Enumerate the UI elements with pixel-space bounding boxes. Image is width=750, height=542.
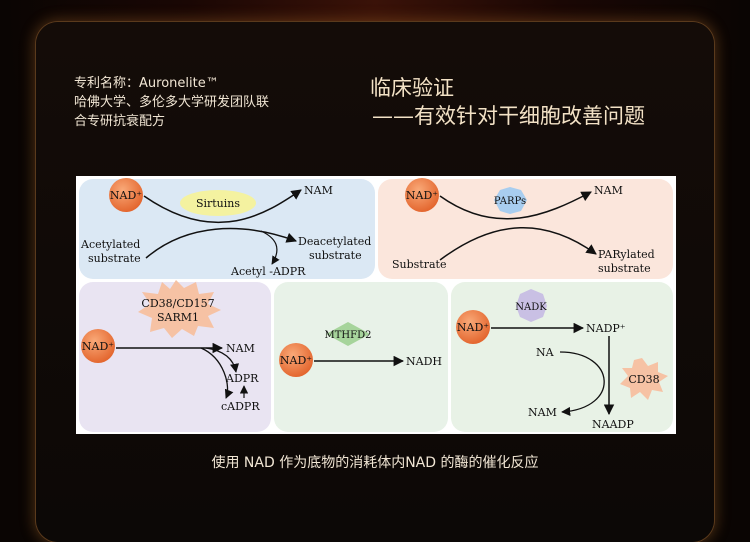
- cd38-bg: [79, 282, 271, 432]
- sirtuins-panel: NAD⁺ Sirtuins NAM Acetylated substrate D…: [79, 178, 375, 279]
- nad-node: [109, 178, 143, 212]
- sirtuins-bottom-arrow: [145, 227, 297, 259]
- verification-title: 临床验证: [370, 76, 454, 100]
- mthfd2-label: MTHFD2: [325, 330, 372, 341]
- nam-label: NAM: [594, 184, 623, 197]
- cd38-panel: CD38/CD157 SARM1 NAD⁺ NAM ADPR cADPR: [79, 280, 271, 432]
- nad-node: [405, 178, 439, 212]
- nad-node: [456, 310, 490, 344]
- nad-node: [81, 329, 115, 363]
- cadpr-label: cADPR: [221, 400, 260, 413]
- patent-name: 专利名称：Auronelite™: [74, 76, 219, 91]
- patent-team: 哈佛大学、多伦多大学研发团队联: [74, 95, 270, 110]
- cd38-label: CD38: [628, 373, 659, 386]
- nadh-label: NADH: [406, 355, 442, 368]
- nadp-label: NADP⁺: [586, 322, 626, 335]
- nadk-panel: NADK NAD⁺ NADP⁺ NAADP NA NAM CD38: [451, 282, 673, 432]
- mthfd2-bg: [274, 282, 448, 432]
- figure-caption: 使用 NAD 作为底物的消耗体内NAD 的酶的催化反应: [211, 455, 539, 471]
- parylated-substrate-label: substrate: [598, 262, 651, 275]
- nadk-enzyme: [516, 289, 547, 322]
- nam-label: NAM: [528, 406, 557, 419]
- verification-subtitle: ——有效针对干细胞改善问题: [372, 104, 645, 128]
- cd38-cd157-label: CD38/CD157: [141, 297, 214, 310]
- nam-label: NAM: [304, 184, 333, 197]
- parylated-label: PARylated: [598, 248, 655, 261]
- nad-label: NAD⁺: [406, 189, 438, 202]
- substrate-label: Substrate: [392, 258, 446, 271]
- parps-panel: NAD⁺ PARPs NAM Substrate PARylated subst…: [378, 178, 673, 279]
- acetyl-adpr-arrow: [260, 230, 280, 265]
- nad-label: NAD⁺: [82, 340, 114, 353]
- deacetylated-label: Deacetylated: [298, 235, 371, 248]
- mthfd2-enzyme: [326, 322, 370, 346]
- acetyl-adpr-label: Acetyl -ADPR: [230, 265, 306, 278]
- nad-node: [279, 343, 313, 377]
- cd38-adpr-arrow: [205, 347, 240, 373]
- enzyme-diagram-svg: NAD⁺ Sirtuins NAM Acetylated substrate D…: [79, 178, 673, 432]
- cd38-burst: [620, 358, 668, 400]
- sirtuins-label: Sirtuins: [196, 197, 240, 210]
- enzyme-diagram: NAD⁺ Sirtuins NAM Acetylated substrate D…: [76, 176, 676, 434]
- cd38-burst: [138, 280, 221, 338]
- clinical-verification: 临床验证 ——有效针对干细胞改善问题: [370, 74, 700, 130]
- sirtuins-enzyme: [180, 190, 256, 216]
- sarm1-label: SARM1: [157, 311, 199, 324]
- nadk-label: NADK: [515, 302, 547, 313]
- nam-label: NAM: [226, 342, 255, 355]
- patent-formula: 合专研抗衰配方: [74, 114, 166, 129]
- patent-info: 专利名称：Auronelite™ 哈佛大学、多伦多大学研发团队联 合专研抗衰配方: [74, 74, 354, 131]
- parps-enzyme: [494, 187, 527, 214]
- parps-bottom-arrow: [439, 227, 597, 261]
- nad-label: NAD⁺: [280, 354, 312, 367]
- parps-label: PARPs: [494, 196, 526, 207]
- na-label: NA: [536, 346, 555, 359]
- nad-label: NAD⁺: [457, 321, 489, 334]
- mthfd2-panel: MTHFD2 NAD⁺ NADH: [274, 282, 448, 432]
- nad-label: NAD⁺: [110, 189, 142, 202]
- parps-top-arrow: [439, 191, 592, 220]
- sirtuins-top-arrow: [143, 189, 302, 224]
- na-to-nam-arrow: [559, 351, 605, 416]
- adpr-label: ADPR: [225, 372, 259, 385]
- cd38-cadpr-arrow: [200, 347, 234, 399]
- naadp-label: NAADP: [592, 418, 634, 431]
- deacetylated-substrate-label: substrate: [309, 249, 362, 262]
- acetylated-label: Acetylated: [80, 238, 140, 251]
- substrate-label: substrate: [88, 252, 141, 265]
- nadk-bg: [451, 282, 673, 432]
